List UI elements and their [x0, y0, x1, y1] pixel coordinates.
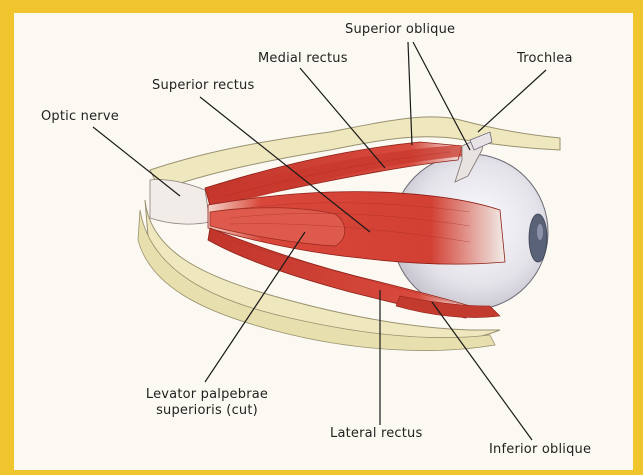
label-levator-line1: Levator palpebrae [137, 387, 277, 403]
pupil-highlight [537, 224, 543, 240]
label-lateral-rectus: Lateral rectus [330, 426, 422, 442]
leader-optic-nerve [93, 127, 180, 196]
label-optic-nerve: Optic nerve [41, 109, 119, 125]
label-inferior-oblique: Inferior oblique [489, 442, 591, 458]
label-superior-rectus: Superior rectus [152, 78, 254, 94]
cornea [529, 214, 547, 262]
leader-trochlea [478, 70, 546, 132]
label-superior-oblique: Superior oblique [345, 22, 455, 38]
label-levator-line2: superioris (cut) [137, 403, 277, 419]
label-levator: Levator palpebrae superioris (cut) [137, 387, 277, 419]
optic-nerve-shape [150, 179, 210, 224]
label-trochlea: Trochlea [517, 51, 573, 67]
label-medial-rectus: Medial rectus [258, 51, 348, 67]
leader-inferior-oblique [432, 302, 532, 440]
